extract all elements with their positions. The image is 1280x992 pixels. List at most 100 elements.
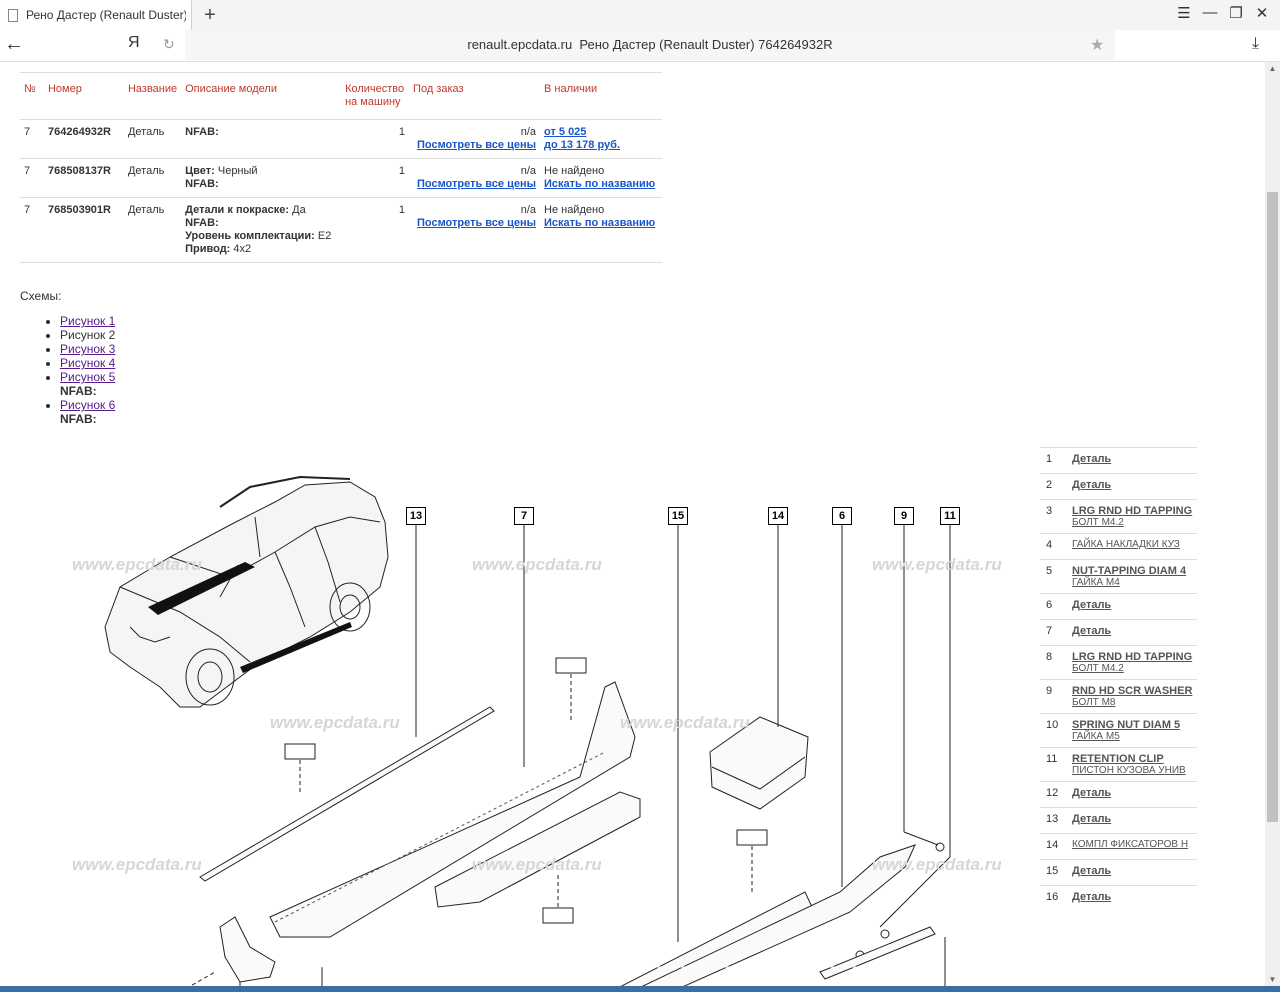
url-field[interactable]: renault.epcdata.ru Рено Дастер (Renault … xyxy=(185,30,1115,60)
stock-status: Не найдено xyxy=(544,165,605,177)
callout-15[interactable]: 15 xyxy=(668,507,688,525)
legend-subtitle[interactable]: ГАЙКА М5 xyxy=(1072,731,1120,742)
legend-link[interactable]: Деталь xyxy=(1072,479,1112,491)
scheme-current: Рисунок 2 xyxy=(60,328,116,342)
bookmark-star-icon[interactable]: ★ xyxy=(1090,37,1105,54)
new-tab-button[interactable]: + xyxy=(204,4,216,26)
legend-text: Деталь xyxy=(1072,479,1197,494)
col-header-no: № xyxy=(20,72,44,120)
legend-link[interactable]: LRG RND HD TAPPING xyxy=(1072,505,1193,517)
scheme-link[interactable]: Рисунок 5 xyxy=(60,370,116,384)
legend-num: 7 xyxy=(1046,625,1053,637)
callout-6[interactable]: 6 xyxy=(832,507,852,525)
view-prices-link[interactable]: Посмотреть все цены xyxy=(416,178,536,190)
legend-num: 9 xyxy=(1046,685,1053,697)
scheme-link[interactable]: Рисунок 3 xyxy=(60,342,116,356)
back-arrow-icon[interactable]: ← xyxy=(4,33,24,55)
address-bar: ← Я ↻ renault.epcdata.ru Рено Дастер (Re… xyxy=(0,30,1280,62)
legend-text: КОМПЛ ФИКСАТОРОВ Н xyxy=(1072,839,1197,854)
scheme-link[interactable]: Рисунок 1 xyxy=(60,314,116,328)
vertical-scrollbar[interactable]: ▲ ▼ xyxy=(1265,62,1280,986)
watermark: www.epcdata.ru xyxy=(872,555,1002,574)
download-icon[interactable]: ⤓ xyxy=(1252,35,1260,52)
os-taskbar xyxy=(0,986,1280,992)
legend-subtitle[interactable]: БОЛТ М8 xyxy=(1072,697,1116,708)
desc-line: NFAB: xyxy=(185,178,219,190)
legend-link[interactable]: NUT-TAPPING DIAM 4 xyxy=(1072,565,1187,577)
url-domain: renault.epcdata.ru xyxy=(467,37,573,52)
search-by-name-link[interactable]: Искать по названию xyxy=(544,178,656,190)
view-prices-link[interactable]: Посмотреть все цены xyxy=(416,217,536,229)
legend-text: Деталь xyxy=(1072,813,1197,828)
legend-subtitle[interactable]: ГАЙКА НАКЛАДКИ КУЗ xyxy=(1072,539,1180,550)
price-from-link[interactable]: от 5 025 xyxy=(544,126,587,138)
legend-link[interactable]: Деталь xyxy=(1072,787,1112,799)
scheme-item: Рисунок 2 xyxy=(60,328,115,342)
clip-11 xyxy=(880,929,890,939)
price-to-link[interactable]: до 13 178 руб. xyxy=(544,139,621,151)
scroll-down-icon[interactable]: ▼ xyxy=(1268,975,1277,984)
cell-name: Деталь xyxy=(123,119,182,159)
legend-link[interactable]: RND HD SCR WASHER xyxy=(1072,685,1193,697)
close-icon[interactable]: ✕ xyxy=(1255,5,1269,22)
document-icon xyxy=(8,8,18,22)
schemes-list: Рисунок 1Рисунок 2Рисунок 3Рисунок 4Рису… xyxy=(60,314,115,426)
cell-no: 7 xyxy=(20,197,44,263)
desc-line: Уровень комплектации: E2 xyxy=(185,230,332,242)
minimize-icon[interactable]: — xyxy=(1202,4,1218,21)
callout-13[interactable]: 13 xyxy=(406,507,426,525)
legend-num: 3 xyxy=(1046,505,1053,517)
corner-piece xyxy=(219,916,276,983)
legend-link[interactable]: LRG RND HD TAPPING xyxy=(1072,651,1193,663)
scrollbar-thumb[interactable] xyxy=(1267,192,1278,822)
cell-name: Деталь xyxy=(123,197,182,263)
search-by-name-link[interactable]: Искать по названию xyxy=(544,217,656,229)
legend-link[interactable]: SPRING NUT DIAM 5 xyxy=(1072,719,1181,731)
scheme-link[interactable]: Рисунок 4 xyxy=(60,356,116,370)
legend-subtitle[interactable]: БОЛТ М4.2 xyxy=(1072,517,1124,528)
menu-icon[interactable]: ☰ xyxy=(1177,5,1191,22)
legend-text: Деталь xyxy=(1072,891,1197,906)
col-header-order: Под заказ xyxy=(409,72,540,120)
fastener-box-14 xyxy=(709,716,809,810)
yandex-logo-icon[interactable]: Я xyxy=(128,34,140,51)
browser-tab[interactable]: Рено Дастер (Renault Duster) xyxy=(0,0,192,30)
legend-subtitle[interactable]: БОЛТ М4.2 xyxy=(1072,663,1124,674)
legend-num: 12 xyxy=(1046,787,1059,799)
legend-subtitle[interactable]: ГАЙКА М4 xyxy=(1072,577,1120,588)
col-header-desc: Описание модели xyxy=(181,72,342,120)
legend-link[interactable]: Деталь xyxy=(1072,599,1112,611)
url-title: Рено Дастер (Renault Duster) 764264932R xyxy=(579,37,833,52)
view-prices-link[interactable]: Посмотреть все цены xyxy=(416,139,536,151)
legend-link[interactable]: Деталь xyxy=(1072,813,1112,825)
legend-link[interactable]: Деталь xyxy=(1072,891,1112,903)
order-status: n/a xyxy=(520,165,536,177)
callout-11[interactable]: 11 xyxy=(940,507,960,525)
legend-num: 5 xyxy=(1046,565,1053,577)
legend-num: 16 xyxy=(1046,891,1059,903)
callout-7[interactable]: 7 xyxy=(514,507,534,525)
cell-qty: 1 xyxy=(341,197,410,263)
legend-link[interactable]: Деталь xyxy=(1072,625,1112,637)
scheme-item: Рисунок 4 xyxy=(60,356,115,370)
legend-link[interactable]: RETENTION CLIP xyxy=(1072,753,1164,765)
legend-row: 12 Деталь xyxy=(1040,781,1197,807)
legend-link[interactable]: Деталь xyxy=(1072,453,1112,465)
legend-num: 10 xyxy=(1046,719,1059,731)
callout-9[interactable]: 9 xyxy=(894,507,914,525)
scroll-up-icon[interactable]: ▲ xyxy=(1268,64,1277,73)
legend-subtitle[interactable]: КОМПЛ ФИКСАТОРОВ Н xyxy=(1072,839,1189,850)
scheme-link[interactable]: Рисунок 6 xyxy=(60,398,116,412)
restore-icon[interactable]: ❐ xyxy=(1229,5,1243,22)
legend-link[interactable]: Деталь xyxy=(1072,865,1112,877)
reload-icon[interactable]: ↻ xyxy=(163,36,175,52)
watermark: www.epcdata.ru xyxy=(872,855,1002,874)
cell-no: 7 xyxy=(20,158,44,198)
legend-subtitle[interactable]: ПИСТОН КУЗОВА УНИВ xyxy=(1072,765,1186,776)
callout-14[interactable]: 14 xyxy=(768,507,788,525)
